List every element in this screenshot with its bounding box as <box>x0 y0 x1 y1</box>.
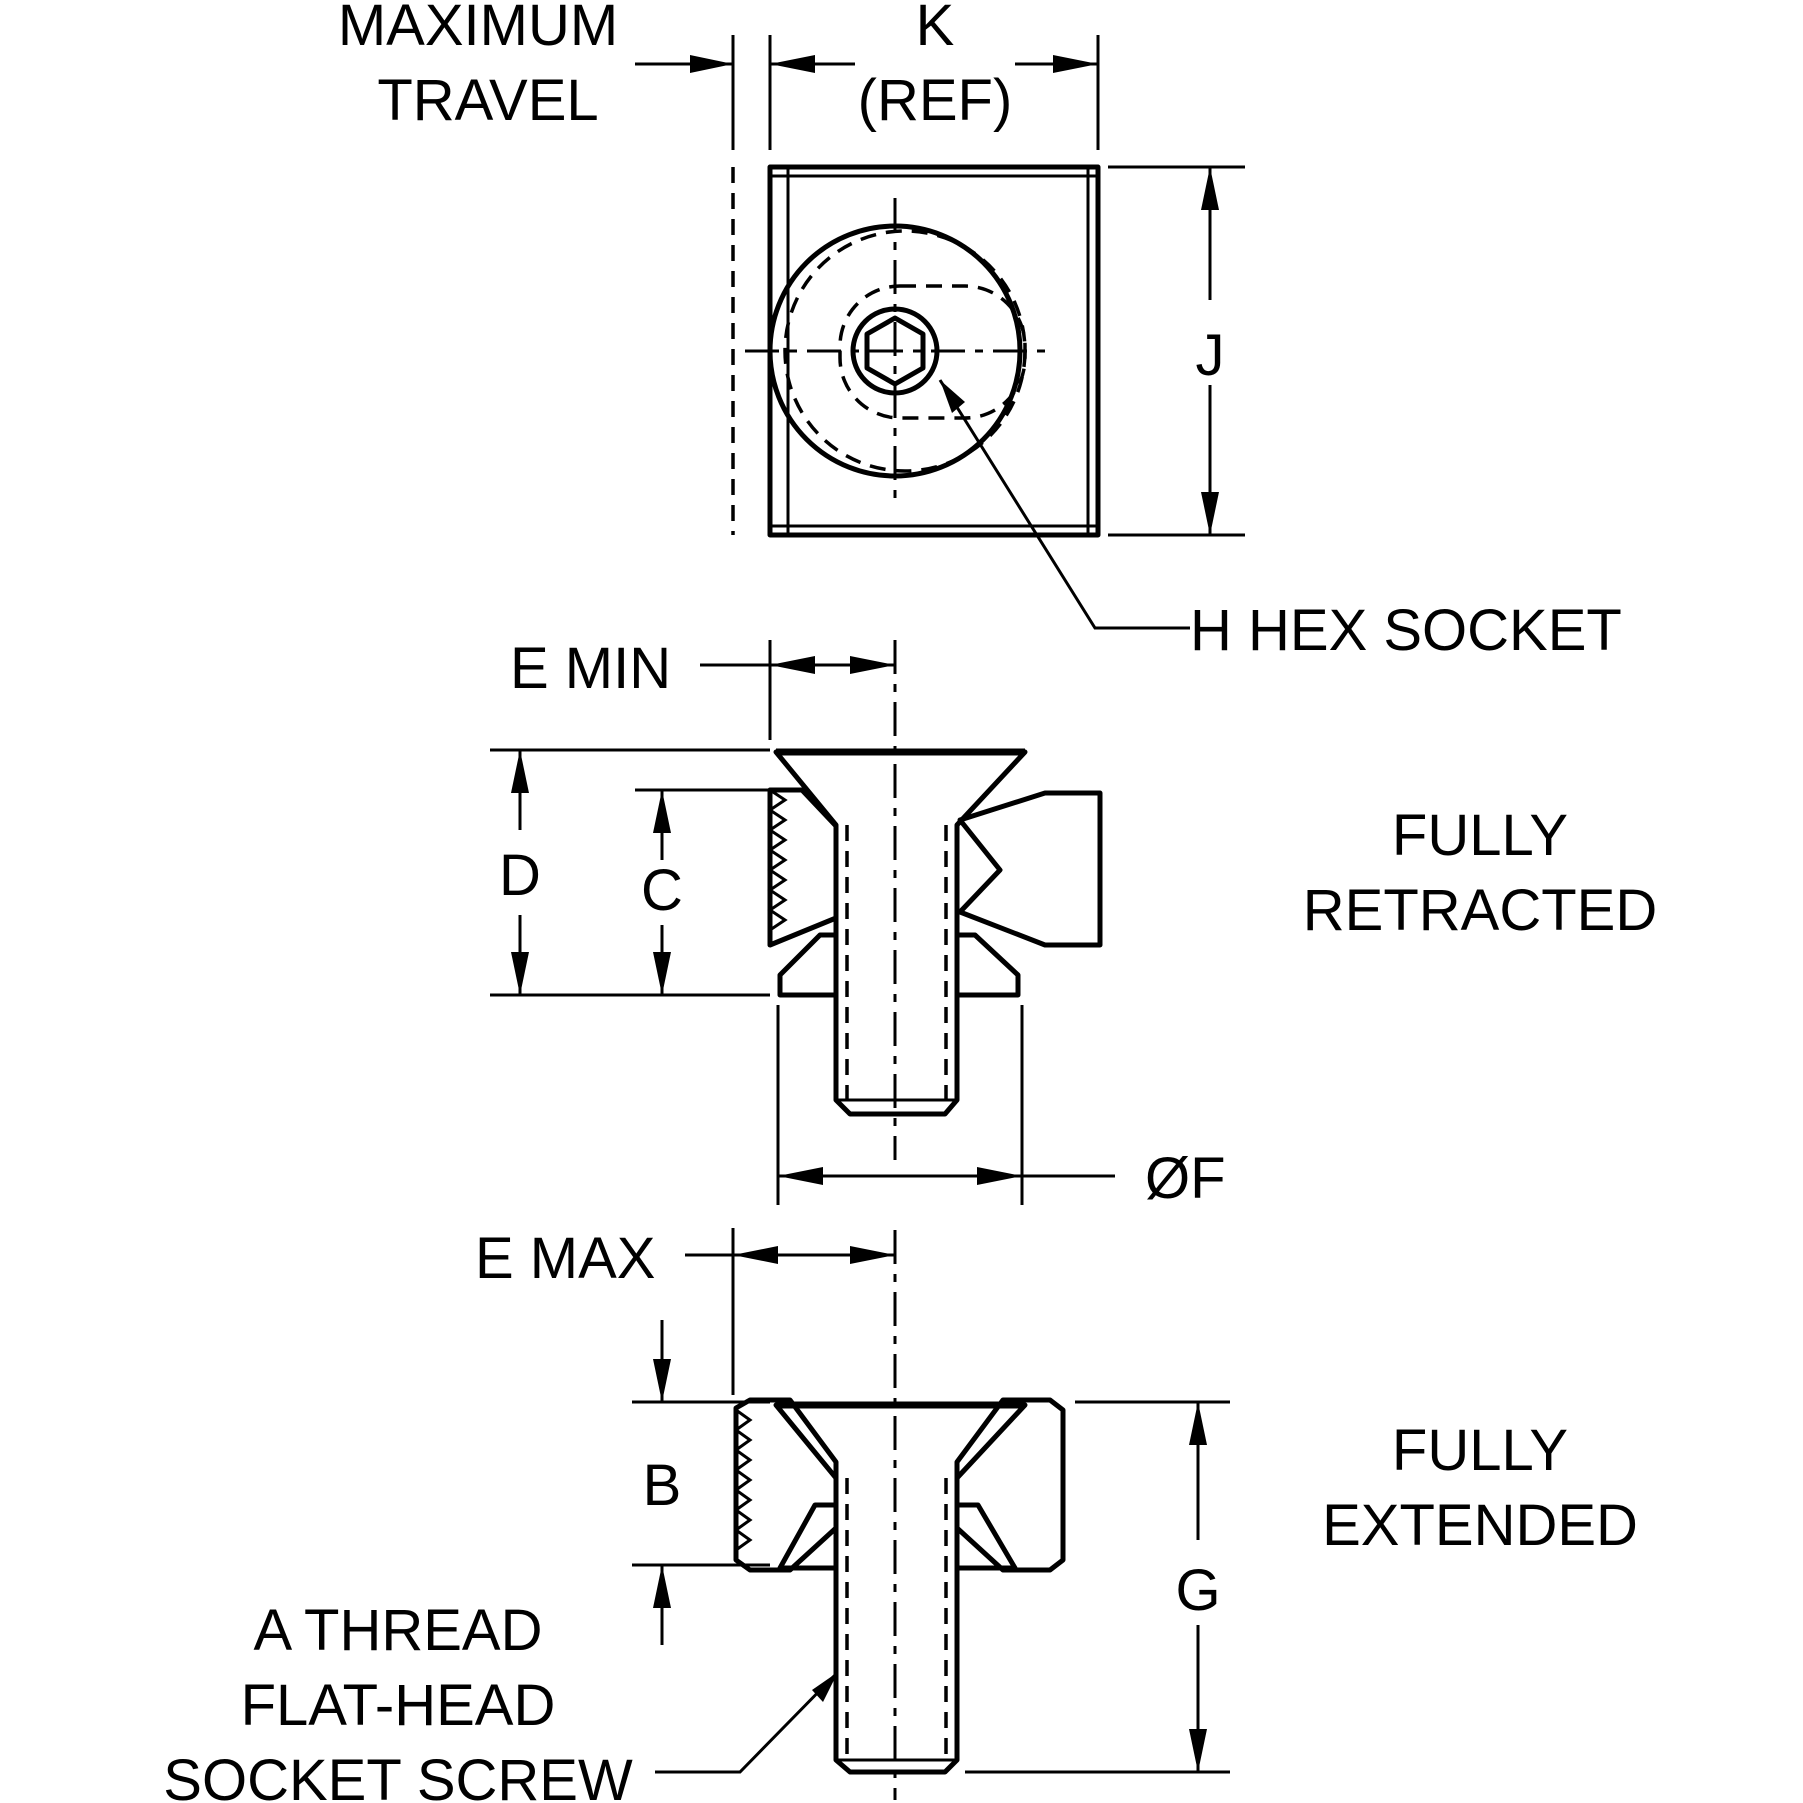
labels: MAXIMUM TRAVEL K (REF) J H HEX SOCKET E … <box>163 0 1657 1803</box>
k-arrow-left <box>770 55 815 73</box>
label-c: C <box>641 858 683 923</box>
retracted-view <box>490 640 1115 1205</box>
thread-profile-ext <box>733 1408 753 1552</box>
label-h-hex-socket: H HEX SOCKET <box>1190 598 1622 663</box>
emin-arrow-center <box>850 656 895 674</box>
label-fully-extended-1: FULLY <box>1392 1418 1568 1483</box>
screw-outline <box>773 749 1028 1117</box>
label-a-thread-1: A THREAD <box>253 1598 542 1663</box>
c-arrow-bottom <box>653 952 671 995</box>
emin-arrow <box>770 656 815 674</box>
body-section-right-ext <box>954 1397 1066 1573</box>
k-arrow-right <box>1053 55 1098 73</box>
j-arrow-bottom <box>1201 492 1219 535</box>
label-g: G <box>1175 1558 1220 1623</box>
travel-arrow-left <box>690 55 733 73</box>
label-d: D <box>499 843 541 908</box>
c-arrow-top <box>653 790 671 833</box>
washer-left <box>777 932 839 998</box>
extended-view <box>632 1228 1230 1800</box>
body-section-right <box>957 790 1103 948</box>
g-arrow-top <box>1189 1402 1207 1445</box>
emax-arrow <box>733 1246 778 1264</box>
label-k: K <box>916 0 955 58</box>
emax-arrow-center <box>850 1246 895 1264</box>
label-fully-retracted-1: FULLY <box>1392 803 1568 868</box>
label-maximum: MAXIMUM <box>338 0 618 58</box>
f-arrow-left <box>778 1167 823 1185</box>
thread-profile <box>767 788 788 932</box>
d-arrow-bottom <box>511 952 529 995</box>
body-section-left-ext <box>733 1397 839 1573</box>
screw-outline-ext <box>773 1402 1028 1775</box>
top-view <box>635 35 1245 630</box>
label-b: B <box>643 1453 682 1518</box>
g-arrow-bottom <box>1189 1729 1207 1772</box>
b-arrow-top <box>653 1359 671 1402</box>
label-travel: TRAVEL <box>377 68 598 133</box>
h-leader-line <box>938 379 1190 630</box>
label-diameter-f: ØF <box>1145 1146 1226 1211</box>
b-arrow-bottom <box>653 1565 671 1608</box>
label-e-min: E MIN <box>510 636 671 701</box>
f-arrow-right <box>977 1167 1022 1185</box>
label-j: J <box>1196 323 1225 388</box>
washer-right <box>954 932 1021 998</box>
label-a-thread-3: SOCKET SCREW <box>163 1748 633 1803</box>
label-fully-retracted-2: RETRACTED <box>1303 878 1657 943</box>
label-a-thread-2: FLAT-HEAD <box>241 1673 556 1738</box>
label-fully-extended-2: EXTENDED <box>1322 1493 1638 1558</box>
d-arrow-top <box>511 750 529 793</box>
j-arrow-top <box>1201 167 1219 210</box>
a-leader-arrow <box>812 1672 838 1702</box>
label-k-ref: (REF) <box>858 68 1013 133</box>
label-e-max: E MAX <box>475 1226 656 1291</box>
a-leader-line <box>655 1673 837 1774</box>
h-leader-arrow <box>940 380 965 413</box>
